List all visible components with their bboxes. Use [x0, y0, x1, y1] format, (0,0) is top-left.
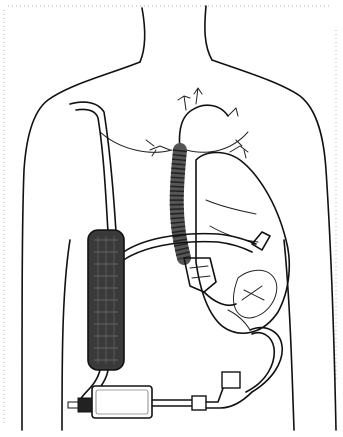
- battery-pack: [88, 230, 124, 370]
- great-vessels: [146, 88, 248, 158]
- shoulder-strap: [70, 102, 116, 232]
- heart: [196, 153, 289, 334]
- scan-border: [4, 6, 336, 425]
- driveline-lower: [192, 310, 282, 410]
